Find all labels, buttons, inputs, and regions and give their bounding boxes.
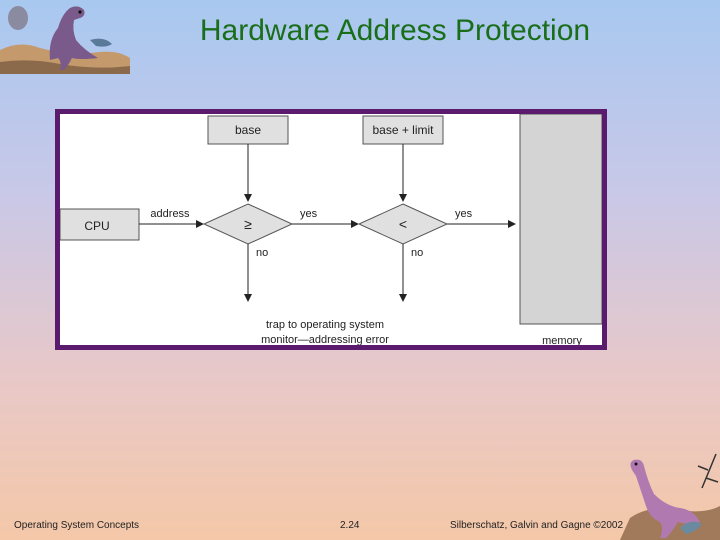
cpu-box [59,208,140,241]
compare-symbol-ge: ≥ [244,216,252,232]
memory-block [519,113,603,325]
trap-line-1: trap to operating system [266,319,384,331]
footer-course-title: Operating System Concepts [14,520,140,531]
slide-title: Hardware Address Protection [199,14,591,47]
dinosaur-illustration-bottom-right [620,453,720,540]
address-label: address [150,208,190,220]
no1-label: no [256,247,268,259]
yes1-label: yes [300,208,318,220]
base-label: base [235,123,261,137]
footer-page-number: 2.24 [340,520,360,531]
address-protection-diagram: base base + limit memory CPU address ≥ y… [59,113,603,347]
dinosaur-illustration-top-left [0,6,130,74]
trap-line-2: monitor—addressing error [261,334,389,345]
base-limit-label: base + limit [372,123,434,137]
memory-label: memory [542,335,582,345]
cpu-label: CPU [84,219,109,233]
base-box [207,115,289,145]
yes2-label: yes [455,208,473,220]
diagram-canvas: base base + limit memory CPU address ≥ y… [59,113,603,347]
no2-label: no [411,247,423,259]
compare-symbol-lt: < [399,216,407,232]
base-limit-box [362,115,444,145]
footer-copyright: Silberschatz, Galvin and Gagne ©2002 [450,520,624,531]
